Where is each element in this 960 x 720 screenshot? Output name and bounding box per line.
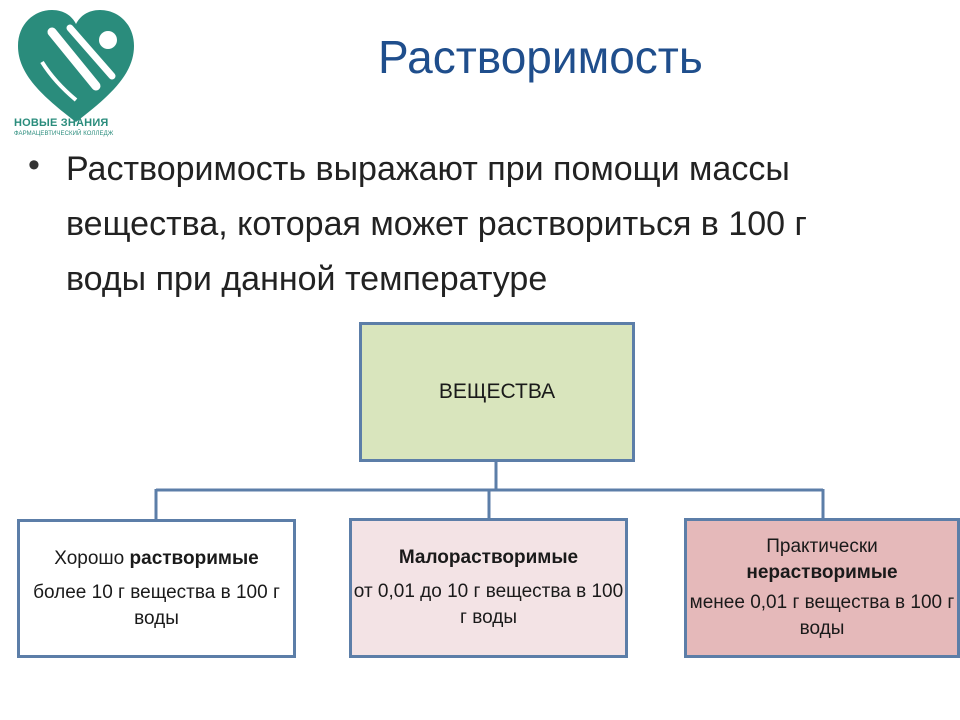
root-box: ВЕЩЕСТВА <box>359 322 635 462</box>
slightly-soluble-heading: Малорастворимые <box>398 547 579 568</box>
insoluble-desc: менее 0,01 г вещества в 100 г воды <box>689 592 955 639</box>
college-logo <box>18 10 134 122</box>
insoluble-box: Практически нерастворимые менее 0,01 г в… <box>684 518 960 658</box>
soluble-bold: растворимые <box>129 547 259 569</box>
root-label: ВЕЩЕСТВА <box>438 380 556 403</box>
soluble-desc: более 10 г вещества в 100 г воды <box>33 581 280 629</box>
heart-capsule-icon <box>18 10 134 122</box>
slightly-soluble-desc: от 0,01 до 10 г вещества в 100 г воды <box>353 581 624 628</box>
insoluble-prefix: Практически <box>766 536 878 557</box>
soluble-box: Хорошо растворимые более 10 г вещества в… <box>17 519 296 658</box>
logo-subtitle: ФАРМАЦЕВТИЧЕСКИЙ КОЛЛЕДЖ <box>14 131 114 137</box>
logo-name: НОВЫЕ ЗНАНИЯ <box>14 117 109 129</box>
soluble-prefix: Хорошо <box>54 547 130 569</box>
bullet-dot: • <box>28 146 40 184</box>
insoluble-heading: нерастворимые <box>746 562 898 583</box>
slightly-soluble-box: Малорастворимые от 0,01 до 10 г вещества… <box>349 518 628 658</box>
soluble-heading: Хорошо растворимые <box>54 546 258 572</box>
bullet-text: Растворимость выражают при помощи массы … <box>66 150 807 298</box>
slide-title: Растворимость <box>378 31 703 83</box>
logo-text: НОВЫЕ ЗНАНИЯ ФАРМАЦЕВТИЧЕСКИЙ КОЛЛЕДЖ <box>14 116 144 138</box>
